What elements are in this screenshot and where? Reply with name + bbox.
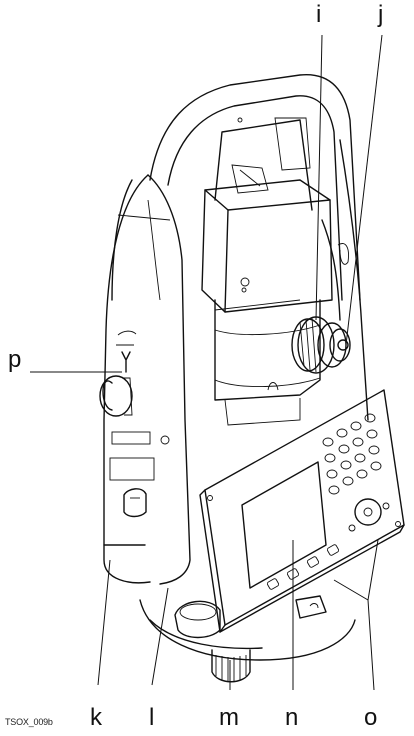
leader-j: [345, 34, 383, 346]
leader-lines: [30, 34, 383, 691]
label-i: i: [316, 1, 322, 28]
label-n: n: [285, 704, 299, 731]
focusing-knob: [99, 375, 133, 417]
keyboard-panel: [199, 389, 405, 633]
leader-l: [151, 587, 169, 686]
alphanumeric-keys: [322, 413, 382, 495]
label-o: o: [364, 704, 378, 731]
label-p: p: [8, 346, 22, 373]
navigation-key: [348, 498, 390, 532]
base: [139, 595, 356, 683]
display-screen: [241, 461, 327, 589]
right-standard: [321, 139, 369, 421]
left-standard: [103, 174, 191, 585]
image-code: TSOX_009b: [5, 717, 53, 727]
label-m: m: [219, 704, 239, 731]
carrying-handle: [149, 74, 361, 301]
leader-k: [97, 559, 111, 686]
telescope: [201, 164, 333, 426]
leader-o-2: [367, 539, 379, 601]
label-j: j: [378, 1, 384, 28]
label-k: k: [90, 704, 102, 731]
leader-i: [315, 34, 323, 321]
drive-knob: [291, 316, 351, 374]
label-l: l: [149, 704, 155, 731]
leader-o-1: [333, 579, 375, 691]
